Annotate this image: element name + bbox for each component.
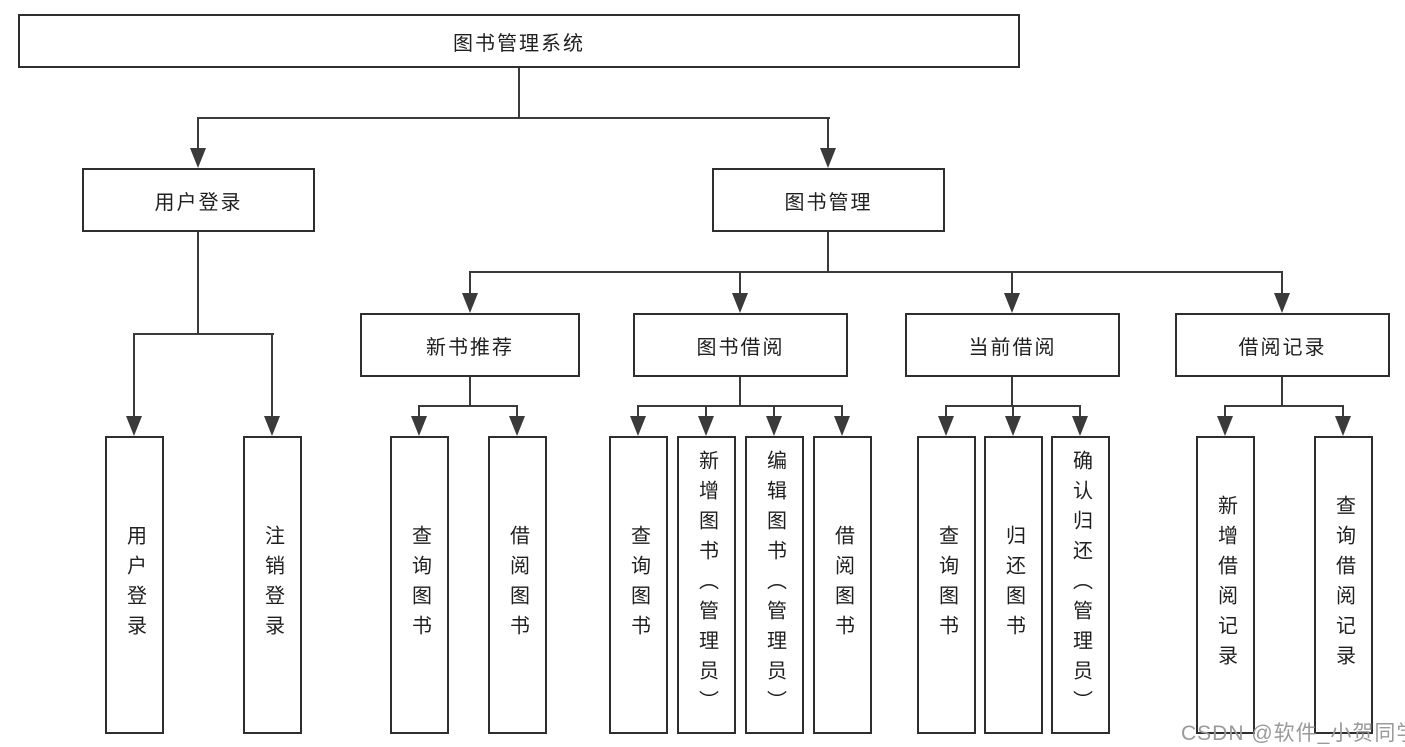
connector-vline bbox=[1012, 405, 1014, 419]
connector-vline bbox=[1342, 405, 1344, 419]
arrowhead-down-icon bbox=[834, 416, 850, 436]
node-current-borrow: 当前借阅 bbox=[905, 313, 1120, 377]
leaf-edit-books-admin: 编辑图书（管理员） bbox=[745, 436, 804, 734]
node-current-borrow-label: 当前借阅 bbox=[968, 336, 1057, 359]
node-borrow-records: 借阅记录 bbox=[1175, 313, 1390, 377]
connector-hline bbox=[469, 271, 1283, 273]
arrowhead-down-icon bbox=[1005, 416, 1021, 436]
leaf-add-borrow-record-label: 新增借阅记录 bbox=[1214, 495, 1237, 675]
connector-vline bbox=[1281, 377, 1283, 406]
connector-vline bbox=[739, 271, 741, 297]
arrowhead-down-icon bbox=[1335, 416, 1351, 436]
connector-vline bbox=[133, 333, 135, 419]
arrowhead-down-icon bbox=[190, 148, 206, 168]
connector-vline bbox=[469, 377, 471, 406]
leaf-add-books-admin: 新增图书（管理员） bbox=[677, 436, 736, 734]
connector-vline bbox=[197, 232, 199, 334]
node-user-login: 用户登录 bbox=[82, 168, 315, 232]
leaf-user-login: 用户登录 bbox=[105, 436, 164, 734]
arrowhead-down-icon bbox=[698, 416, 714, 436]
connector-vline bbox=[739, 377, 741, 406]
leaf-logout: 注销登录 bbox=[243, 436, 302, 734]
arrowhead-down-icon bbox=[1004, 293, 1020, 313]
arrowhead-down-icon bbox=[411, 416, 427, 436]
leaf-borrow-books: 借阅图书 bbox=[813, 436, 872, 734]
arrowhead-down-icon bbox=[938, 416, 954, 436]
connector-vline bbox=[1011, 271, 1013, 297]
leaf-recommend-borrow-books-label: 借阅图书 bbox=[506, 525, 529, 645]
leaf-return-books-label: 归还图书 bbox=[1002, 525, 1025, 645]
node-new-book-recommend-label: 新书推荐 bbox=[426, 336, 514, 359]
connector-hline bbox=[134, 333, 274, 335]
arrowhead-down-icon bbox=[1217, 416, 1233, 436]
leaf-recommend-borrow-books: 借阅图书 bbox=[488, 436, 547, 734]
connector-hline bbox=[418, 405, 518, 407]
arrowhead-down-icon bbox=[1072, 416, 1088, 436]
arrowhead-down-icon bbox=[630, 416, 646, 436]
connector-vline bbox=[637, 405, 639, 419]
connector-vline bbox=[1079, 405, 1081, 419]
leaf-borrow-books-label: 借阅图书 bbox=[831, 525, 854, 645]
arrowhead-down-icon bbox=[732, 293, 748, 313]
leaf-add-borrow-record: 新增借阅记录 bbox=[1196, 436, 1255, 734]
arrowhead-down-icon bbox=[462, 293, 478, 313]
leaf-borrow-query-books: 查询图书 bbox=[609, 436, 668, 734]
connector-vline bbox=[705, 405, 707, 419]
leaf-user-login-label: 用户登录 bbox=[123, 525, 146, 645]
leaf-borrow-query-books-label: 查询图书 bbox=[627, 525, 650, 645]
csdn-watermark: CSDN @软件_小贺同学 bbox=[1181, 722, 1405, 745]
connector-vline bbox=[518, 68, 520, 118]
leaf-current-query-books-label: 查询图书 bbox=[935, 525, 958, 645]
arrowhead-down-icon bbox=[126, 416, 142, 436]
node-book-borrow-label: 图书借阅 bbox=[696, 336, 785, 359]
connector-vline bbox=[827, 117, 829, 151]
node-book-borrow: 图书借阅 bbox=[633, 313, 848, 377]
arrowhead-down-icon bbox=[264, 416, 280, 436]
node-user-login-label: 用户登录 bbox=[154, 191, 243, 214]
node-borrow-records-label: 借阅记录 bbox=[1238, 336, 1327, 359]
node-book-management: 图书管理 bbox=[712, 168, 945, 232]
connector-vline bbox=[516, 405, 518, 419]
node-new-book-recommend: 新书推荐 bbox=[360, 313, 580, 377]
leaf-recommend-query-books: 查询图书 bbox=[390, 436, 449, 734]
connector-vline bbox=[841, 405, 843, 419]
leaf-current-query-books: 查询图书 bbox=[917, 436, 976, 734]
arrowhead-down-icon bbox=[766, 416, 782, 436]
arrowhead-down-icon bbox=[1274, 293, 1290, 313]
leaf-add-books-admin-label: 新增图书（管理员） bbox=[695, 450, 718, 720]
leaf-return-books: 归还图书 bbox=[984, 436, 1043, 734]
leaf-edit-books-admin-label: 编辑图书（管理员） bbox=[763, 450, 786, 720]
connector-vline bbox=[469, 271, 471, 297]
connector-vline bbox=[197, 117, 199, 151]
arrowhead-down-icon bbox=[509, 416, 525, 436]
connector-vline bbox=[1224, 405, 1226, 419]
node-library-system-label: 图书管理系统 bbox=[453, 32, 585, 55]
leaf-query-borrow-record: 查询借阅记录 bbox=[1314, 436, 1373, 734]
connector-vline bbox=[1281, 271, 1283, 297]
leaf-confirm-return-admin-label: 确认归还（管理员） bbox=[1069, 450, 1092, 720]
arrowhead-down-icon bbox=[820, 148, 836, 168]
connector-vline bbox=[827, 232, 829, 273]
connector-vline bbox=[418, 405, 420, 419]
connector-hline bbox=[1225, 405, 1344, 407]
connector-vline bbox=[1011, 377, 1013, 406]
connector-hline bbox=[638, 405, 843, 407]
connector-vline bbox=[773, 405, 775, 419]
connector-vline bbox=[271, 333, 273, 419]
connector-hline bbox=[197, 117, 830, 119]
leaf-confirm-return-admin: 确认归还（管理员） bbox=[1051, 436, 1110, 734]
node-book-management-label: 图书管理 bbox=[784, 191, 873, 214]
node-library-system: 图书管理系统 bbox=[18, 14, 1020, 68]
leaf-logout-label: 注销登录 bbox=[261, 525, 284, 645]
leaf-recommend-query-books-label: 查询图书 bbox=[408, 525, 431, 645]
connector-vline bbox=[945, 405, 947, 419]
leaf-query-borrow-record-label: 查询借阅记录 bbox=[1332, 495, 1355, 675]
